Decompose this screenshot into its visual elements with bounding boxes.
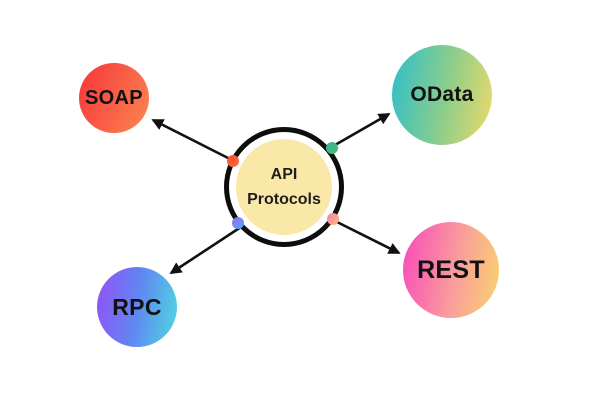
arrow-to-rpc (169, 225, 242, 275)
hub-inner-circle: API Protocols (236, 139, 332, 235)
node-rpc-label: RPC (112, 293, 162, 320)
node-rest-label: REST (417, 255, 485, 284)
node-rpc: RPC (97, 267, 177, 347)
arrow-to-rest (336, 220, 401, 255)
node-soap-label: SOAP (85, 86, 143, 109)
hub-label-line2: Protocols (247, 190, 321, 208)
connector-dot-rest (327, 213, 339, 225)
arrow-to-odata (334, 112, 391, 147)
arrow-to-soap (151, 118, 231, 161)
node-odata-label: OData (410, 83, 474, 106)
node-odata: OData (392, 45, 492, 145)
hub-label-line1: API (270, 165, 298, 183)
node-soap: SOAP (79, 63, 149, 133)
connector-dot-odata (326, 142, 338, 154)
hub-circle: API Protocols (224, 127, 344, 247)
connector-dot-rpc (232, 217, 244, 229)
node-rest: REST (403, 222, 499, 318)
connector-dot-soap (227, 155, 239, 167)
